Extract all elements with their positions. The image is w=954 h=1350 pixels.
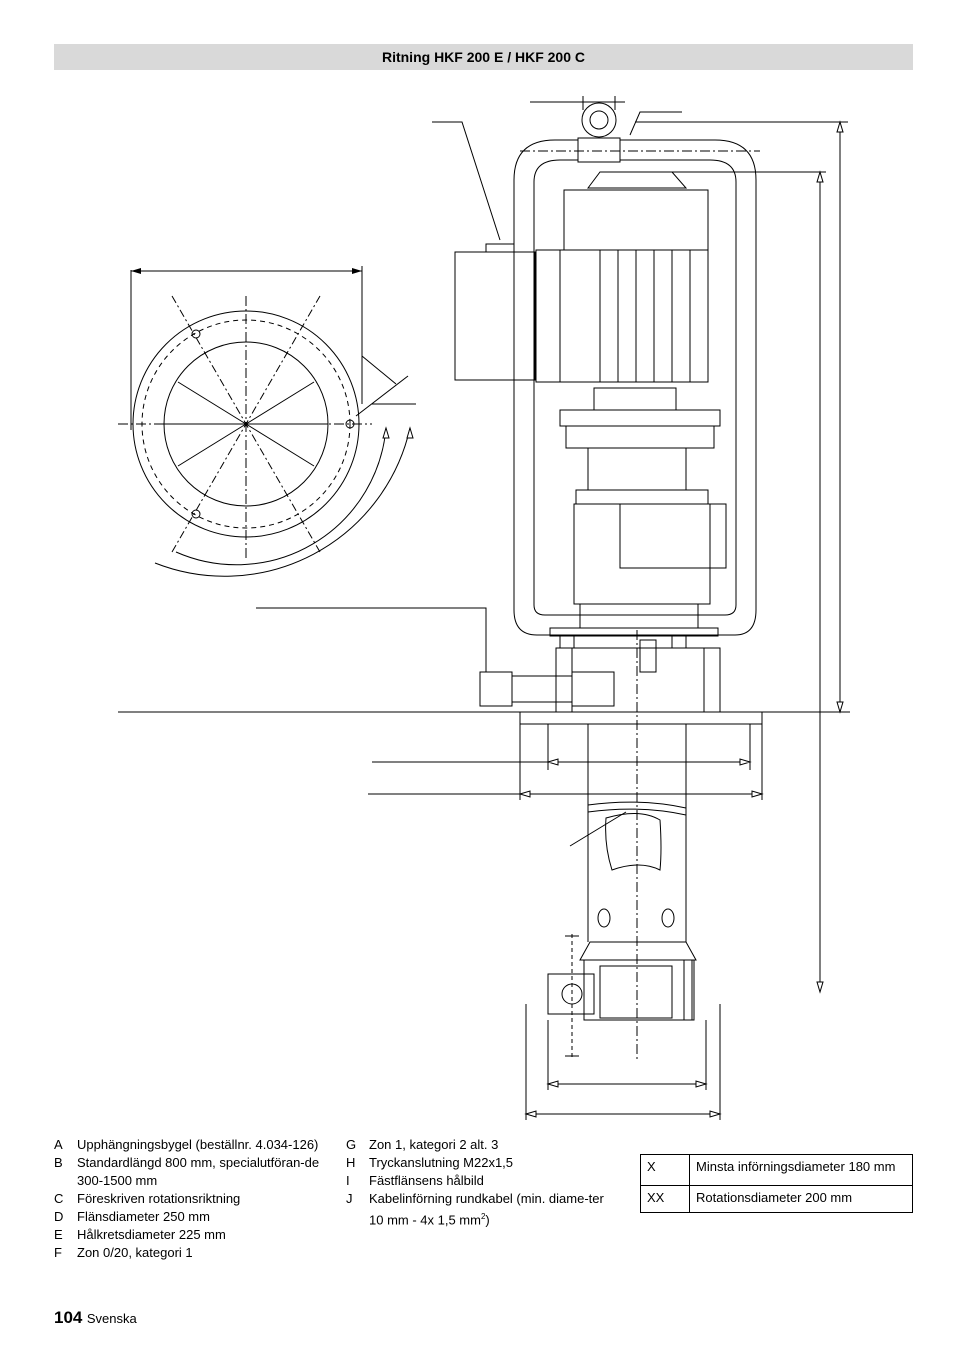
legend-key: A (54, 1137, 63, 1152)
legend-item-f: F Zon 0/20, kategori 1 (54, 1244, 330, 1262)
legend-key: D (54, 1209, 64, 1224)
legend-text: Zon 1, kategori 2 alt. 3 (369, 1137, 499, 1152)
superscript: 2 (480, 1212, 486, 1221)
legend-item-e: E Hålkretsdiameter 225 mm (54, 1226, 330, 1244)
table-row: XX Rotationsdiameter 200 mm (640, 1185, 913, 1213)
legend-text-tail: ) (485, 1212, 490, 1228)
legend-key: F (54, 1245, 62, 1260)
legend-column-2: G Zon 1, kategori 2 alt. 3 H Tryckanslutni… (346, 1136, 616, 1229)
legend-key: E (54, 1227, 63, 1242)
legend-key: B (54, 1155, 63, 1170)
legend-item-h: H Tryckanslutning M22x1,5 (346, 1154, 616, 1172)
legend-text: Tryckanslutning M22x1,5 (369, 1155, 514, 1170)
table-row: X Minsta införningsdiameter 180 mm (640, 1154, 913, 1186)
legend-text: Fästflänsens hålbild (369, 1173, 484, 1188)
legend-text: Föreskriven rotationsriktning (77, 1191, 241, 1206)
legend-item-c: C Föreskriven rotationsriktning (54, 1190, 330, 1208)
legend-text: Upphängningsbygel (beställnr. 4.034-126) (77, 1137, 319, 1152)
legend-item-d: D Flänsdiameter 250 mm (54, 1208, 330, 1226)
language-label: Svenska (86, 1311, 137, 1326)
legend-text: Standardlängd 800 mm, specialutföran-de … (77, 1155, 320, 1188)
legend-item-g: G Zon 1, kategori 2 alt. 3 (346, 1136, 616, 1154)
page-number: 104 (54, 1308, 83, 1327)
legend-key: I (346, 1173, 350, 1188)
flange-top-view (118, 266, 416, 577)
legend-column-1: A Upphängningsbygel (beställnr. 4.034-126… (54, 1136, 330, 1262)
legend-key: C (54, 1191, 64, 1206)
page-footer: 104 Svenska (54, 1308, 137, 1328)
legend-text-j: Kabelinförning rundkabel (min. diame-ter… (369, 1190, 616, 1229)
diameter-table: X Minsta införningsdiameter 180 mm XX Ro… (640, 1154, 913, 1213)
table-key: XX (640, 1185, 690, 1213)
legend-text: Flänsdiameter 250 mm (77, 1209, 210, 1224)
table-value: Rotationsdiameter 200 mm (689, 1185, 913, 1213)
legend-item-b: B Standardlängd 800 mm, specialutföran-de… (54, 1154, 330, 1190)
legend-text: Kabelinförning rundkabel (min. diame-ter… (369, 1191, 604, 1228)
legend-item-a: A Upphängningsbygel (beställnr. 4.034-126… (54, 1136, 330, 1154)
page-title: Ritning HKF 200 E / HKF 200 C (54, 44, 913, 70)
table-key: X (640, 1154, 690, 1186)
legend-text: Hålkretsdiameter 225 mm (77, 1227, 226, 1242)
pump-side-view (118, 96, 850, 1120)
legend-key: G (346, 1137, 357, 1152)
legend-text: Zon 0/20, kategori 1 (77, 1245, 193, 1260)
legend-key: J (346, 1191, 353, 1206)
table-value: Minsta införningsdiameter 180 mm (689, 1154, 913, 1186)
legend-item-j: J Kabelinförning rundkabel (min. diame-te… (346, 1190, 616, 1229)
legend-key: H (346, 1155, 356, 1170)
legend-item-i: I Fästflänsens hålbild (346, 1172, 616, 1190)
